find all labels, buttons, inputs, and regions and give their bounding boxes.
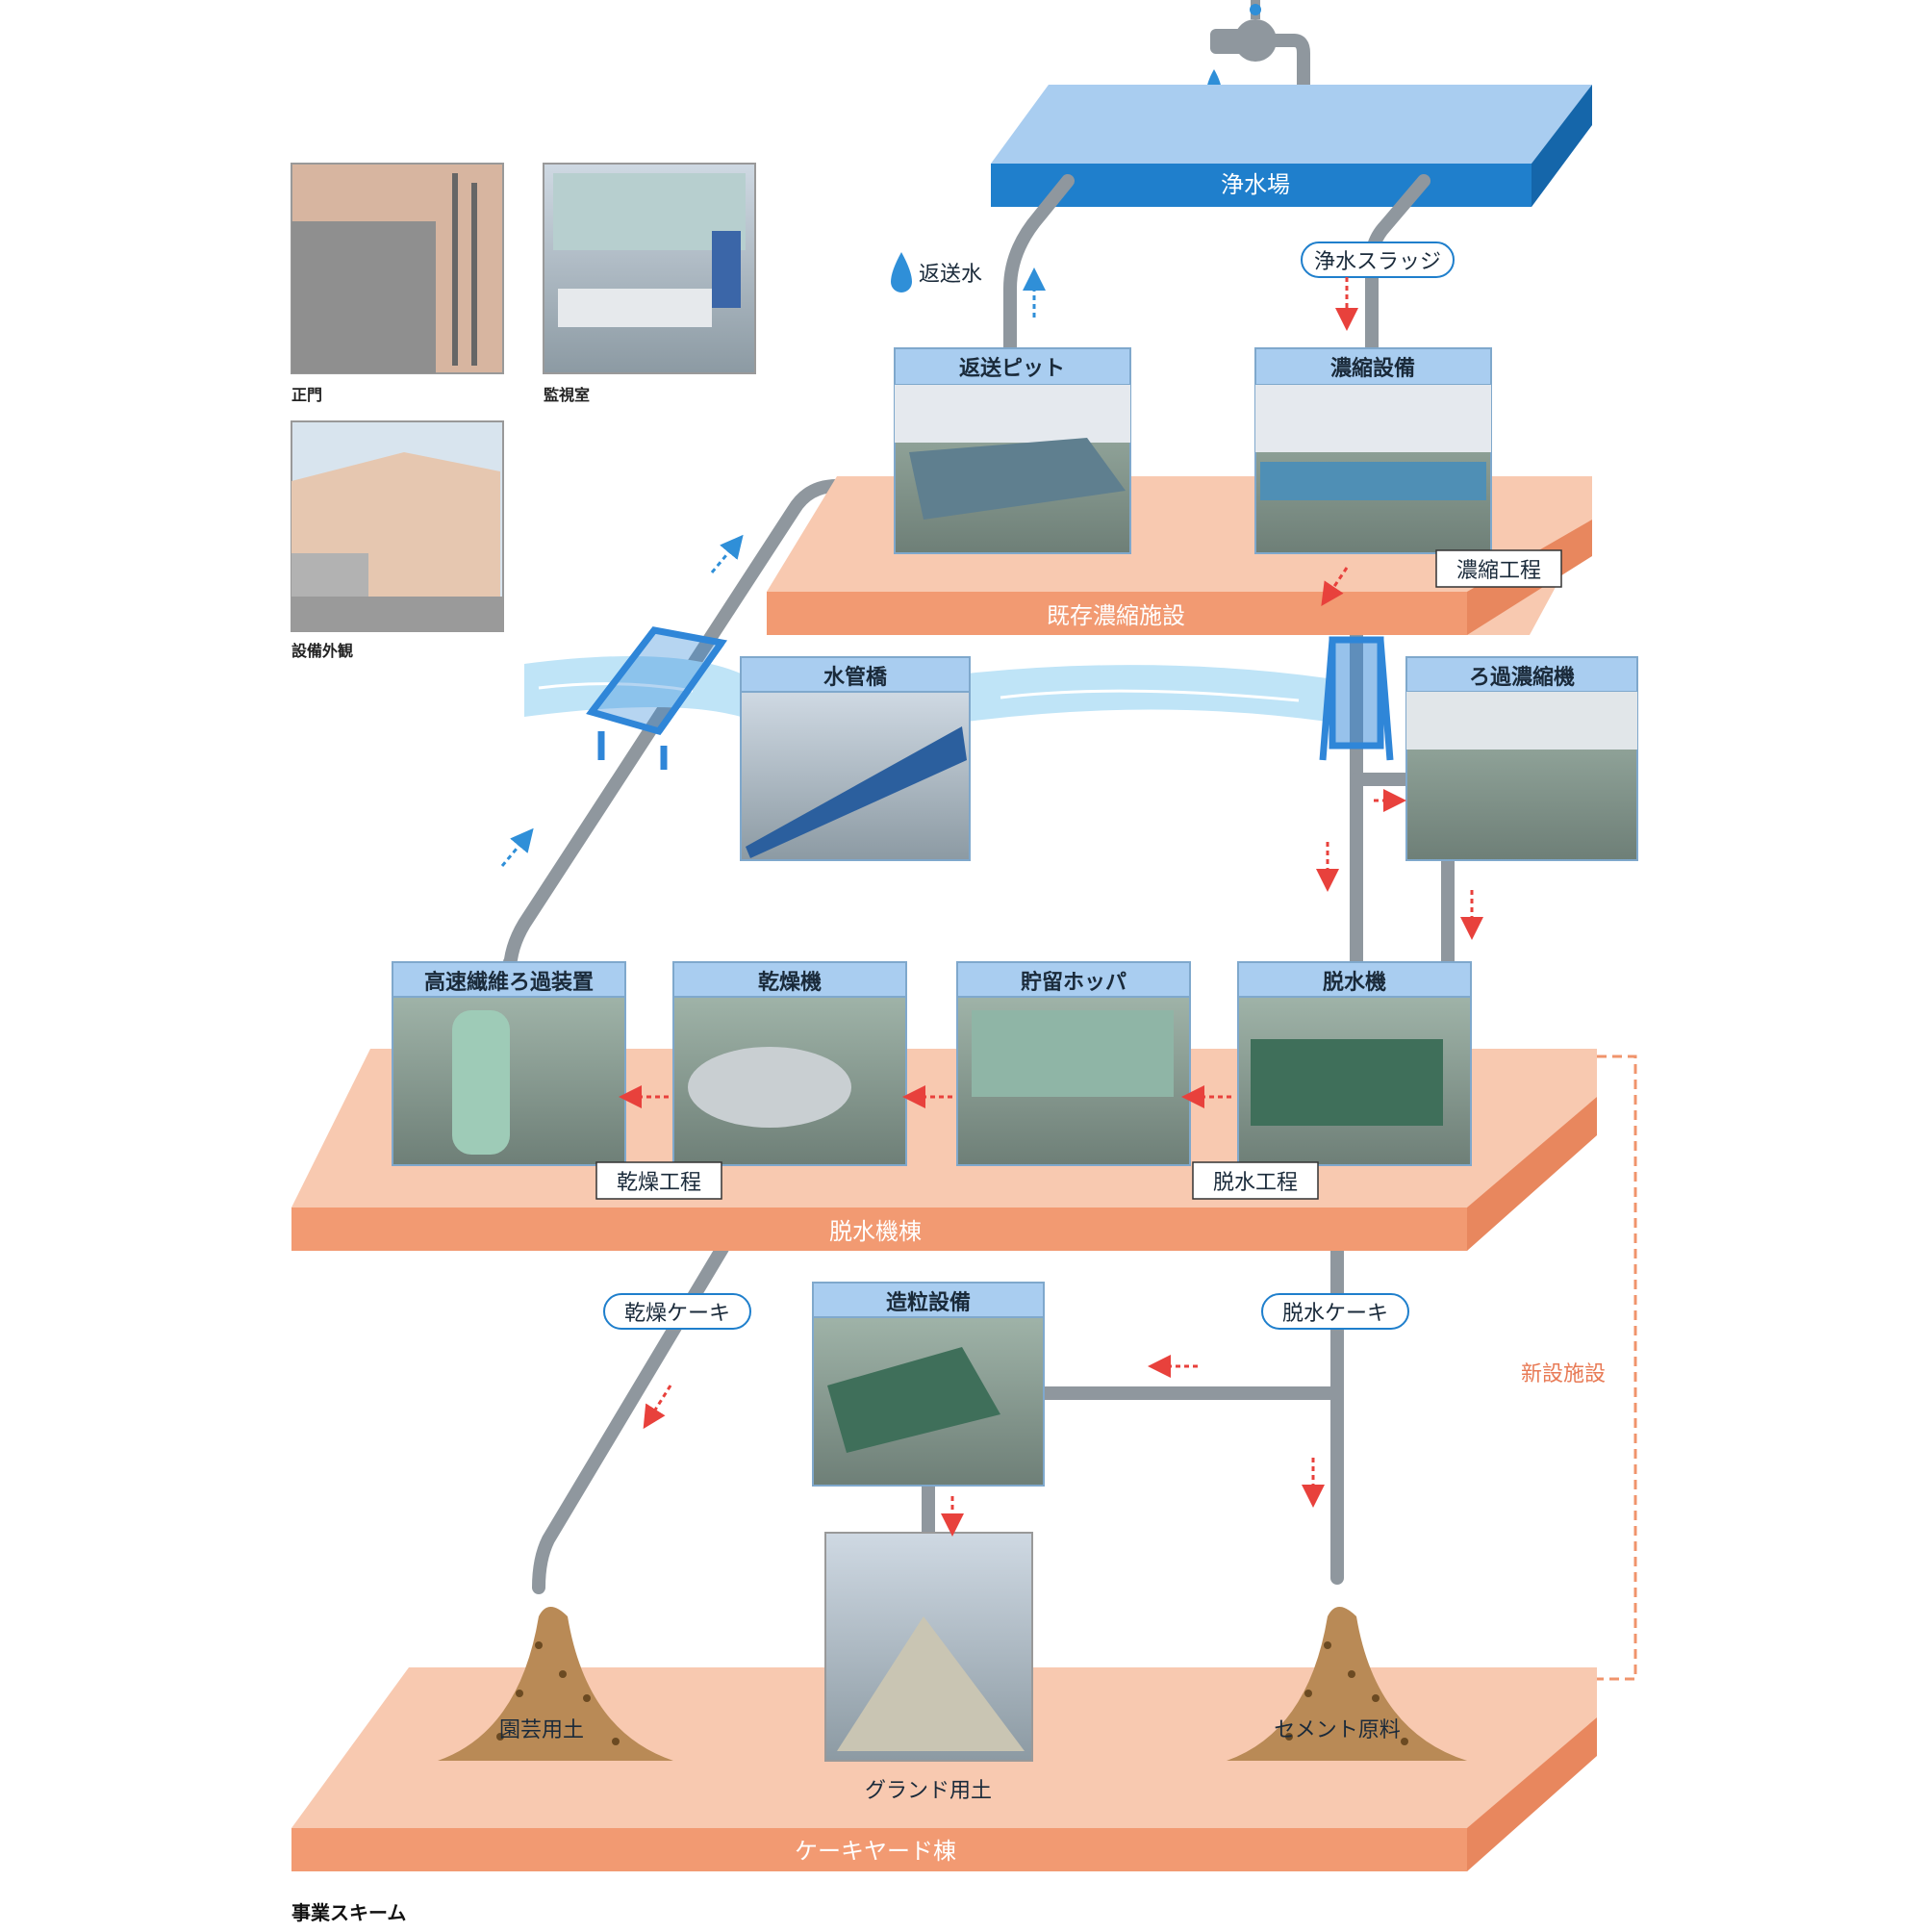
label-dryer: 乾燥機: [758, 970, 822, 995]
svg-text:脱水工程: 脱水工程: [1213, 1171, 1298, 1195]
platform-cake-yard: ケーキヤード棟: [291, 1667, 1597, 1871]
svg-text:乾燥工程: 乾燥工程: [617, 1171, 701, 1195]
box-storage-hopper: 貯留ホッパ: [956, 961, 1191, 1166]
label-storage-hopper: 貯留ホッパ: [1021, 970, 1127, 995]
label-water-plant: 浄水場: [1221, 171, 1290, 198]
photo-main-gate: [291, 163, 504, 374]
label-dewatering-building: 脱水機棟: [829, 1218, 922, 1245]
svg-text:浄水スラッジ: 浄水スラッジ: [1314, 250, 1441, 274]
label-garden-soil: 園芸用土: [499, 1718, 584, 1742]
flow-arrows-blue: [500, 267, 1046, 867]
label-filter-thickener: ろ過濃縮機: [1469, 665, 1575, 690]
water-drop-icon-return: [891, 252, 912, 292]
label-granulation-equipment: 造粒設備: [886, 1290, 971, 1315]
label-water-pipe-bridge: 水管橋: [823, 665, 888, 690]
tag-drying-process: 乾燥工程: [595, 1161, 722, 1200]
pill-dewatered-cake: 脱水ケーキ: [1261, 1293, 1409, 1330]
pill-sludge: 浄水スラッジ: [1301, 242, 1455, 278]
label-high-speed-fiber-filter: 高速繊維ろ過装置: [424, 970, 594, 995]
flow-arrows-red: [619, 277, 1483, 1537]
box-dewatering-machine: 脱水機: [1237, 961, 1472, 1166]
new-facility-bracket: [1597, 1055, 1637, 1681]
label-new-facility: 新設施設: [1521, 1362, 1606, 1386]
soil-mound-cement: [1227, 1607, 1467, 1761]
platform-water-plant: 浄水場: [991, 85, 1592, 207]
label-existing-thickening: 既存濃縮施設: [1047, 602, 1185, 629]
box-return-pit: 返送ピット: [894, 347, 1131, 554]
caption-exterior: 設備外観: [291, 642, 353, 660]
photo-ground-soil: [824, 1532, 1033, 1762]
photo-exterior: [291, 420, 504, 632]
box-granulation-equipment: 造粒設備: [812, 1282, 1045, 1487]
label-ground-soil: グランド用土: [865, 1779, 992, 1803]
box-thickening-equipment: 濃縮設備: [1254, 347, 1492, 554]
label-return-pit: 返送ピット: [959, 356, 1065, 381]
soil-mound-garden: [438, 1607, 673, 1761]
caption-main-gate: 正門: [291, 386, 322, 404]
label-cake-yard: ケーキヤード棟: [795, 1838, 956, 1865]
box-water-pipe-bridge: 水管橋: [740, 656, 971, 861]
photo-control-room: [543, 163, 756, 374]
caption-control-room: 監視室: [544, 386, 590, 404]
box-dryer: 乾燥機: [672, 961, 907, 1166]
bridge-left: [586, 626, 728, 770]
svg-text:脱水ケーキ: 脱水ケーキ: [1282, 1302, 1388, 1326]
tag-thickening-process: 濃縮工程: [1435, 549, 1562, 588]
river: [524, 656, 1328, 722]
diagram-caption: 事業スキーム: [291, 1901, 406, 1924]
label-thickening-equipment: 濃縮設備: [1330, 356, 1415, 381]
box-filter-thickener: ろ過濃縮機: [1405, 656, 1638, 861]
bridge-right: [1319, 636, 1394, 761]
box-high-speed-fiber-filter: 高速繊維ろ過装置: [392, 961, 626, 1166]
faucet-icon: [1210, 0, 1310, 127]
svg-text:乾燥ケーキ: 乾燥ケーキ: [624, 1302, 730, 1326]
svg-text:濃縮工程: 濃縮工程: [1456, 559, 1541, 583]
label-dewatering-machine: 脱水機: [1323, 971, 1386, 995]
label-return-water: 返送水: [919, 263, 982, 287]
label-cement-material: セメント原料: [1274, 1718, 1401, 1742]
pill-dried-cake: 乾燥ケーキ: [603, 1293, 751, 1330]
tag-dewatering-process: 脱水工程: [1192, 1161, 1319, 1200]
